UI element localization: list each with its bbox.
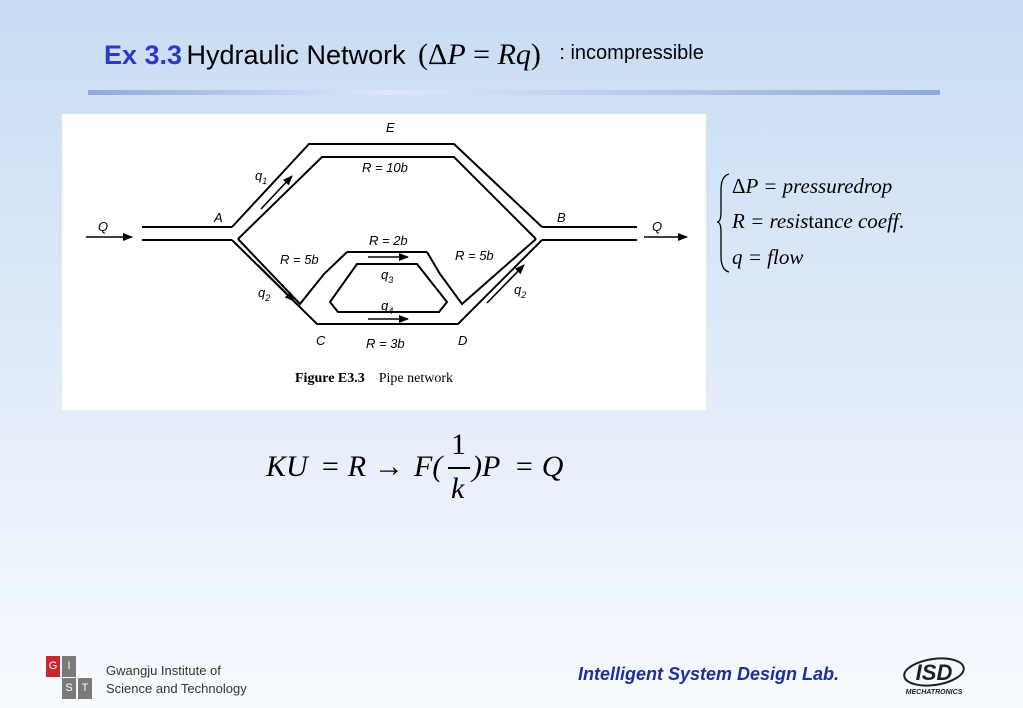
equation-f-open: F(	[414, 450, 443, 483]
inlet-pipe	[142, 226, 232, 241]
outlet-pipe	[542, 226, 637, 241]
equation-numerator: 1	[451, 428, 466, 461]
equation-f-close: )P	[472, 450, 501, 483]
flow-label-q3: q3	[381, 267, 393, 285]
equation-equals-r: = R	[320, 450, 367, 483]
flow-label-q2-left: q2	[258, 285, 270, 303]
fraction-bar	[448, 467, 470, 469]
gist-letter-t: T	[78, 678, 92, 699]
node-label-c: C	[316, 333, 326, 348]
q2-right-arrow	[486, 264, 525, 304]
pipe-right-inner	[426, 238, 537, 306]
resistance-left: R = 5b	[280, 252, 319, 267]
resistance-middle-top: R = 2b	[369, 233, 408, 248]
pipe-middle-loop	[328, 263, 449, 313]
institute-name: Gwangju Institute of Science and Technol…	[106, 663, 247, 696]
title-divider	[88, 90, 940, 95]
left-brace-icon	[716, 173, 730, 273]
gist-letter-s: S	[62, 678, 76, 699]
outflow-label: Q	[652, 219, 662, 234]
title-text: Hydraulic Network	[186, 40, 406, 70]
gist-letter-i: I	[62, 656, 76, 677]
resistance-right: R = 5b	[455, 248, 494, 263]
definition-flow: q = flow	[732, 245, 804, 269]
node-label-d: D	[458, 333, 467, 348]
equation-arrow: →	[374, 450, 404, 483]
definition-resistance: R = resistance coeff.	[732, 209, 905, 233]
title-note: : incompressible	[559, 42, 704, 64]
flow-label-q1: q1	[255, 168, 267, 186]
q2-left-arrow	[257, 264, 295, 302]
pipe-top-outer	[231, 143, 543, 228]
pipe-left-inner	[237, 238, 348, 306]
slide-title: Ex 3.3 Hydraulic Network (ΔP = Rq) : inc…	[104, 38, 704, 84]
definition-pressure: ΔP = pressuredrop	[732, 174, 893, 198]
inflow-label: Q	[98, 219, 108, 234]
isd-mechatronics-logo: ISD MECHATRONICS	[903, 657, 965, 696]
flow-label-q2-right: q2	[514, 282, 526, 300]
equation-lhs: KU	[266, 450, 308, 483]
resistance-bottom: R = 3b	[366, 336, 405, 351]
lab-name: Intelligent System Design Lab.	[578, 664, 840, 684]
svg-text:ISD: ISD	[916, 660, 953, 685]
gist-logo: G I S T Gwangju Institute of Science and…	[46, 656, 247, 704]
pipe-top-inner	[237, 156, 537, 240]
node-label-b: B	[557, 210, 566, 225]
title-equation: (ΔP = Rq)	[418, 38, 541, 71]
pipe-network-figure: E A B C D Q Q R = 10b R = 5b R = 5b R = …	[62, 114, 706, 410]
svg-text:MECHATRONICS: MECHATRONICS	[906, 689, 963, 696]
gist-letter-g: G	[46, 656, 60, 677]
pipe-network-diagram: E A B C D Q Q R = 10b R = 5b R = 5b R = …	[86, 120, 688, 386]
variable-definitions: ΔP = pressuredrop R = resistance coeff. …	[716, 170, 966, 274]
equation-rhs: = Q	[514, 450, 564, 483]
title-number: Ex 3.3	[104, 40, 183, 70]
equation-denominator: k	[451, 472, 465, 505]
main-equation: KU = R → F( 1 k )P = Q	[262, 428, 582, 508]
node-label-a: A	[213, 210, 223, 225]
node-label-e: E	[386, 120, 395, 135]
q1-arrow	[260, 175, 293, 210]
flow-label-q4: q4	[381, 298, 393, 316]
gist-emblem: G I S T	[46, 656, 94, 702]
resistance-top: R = 10b	[362, 160, 408, 175]
